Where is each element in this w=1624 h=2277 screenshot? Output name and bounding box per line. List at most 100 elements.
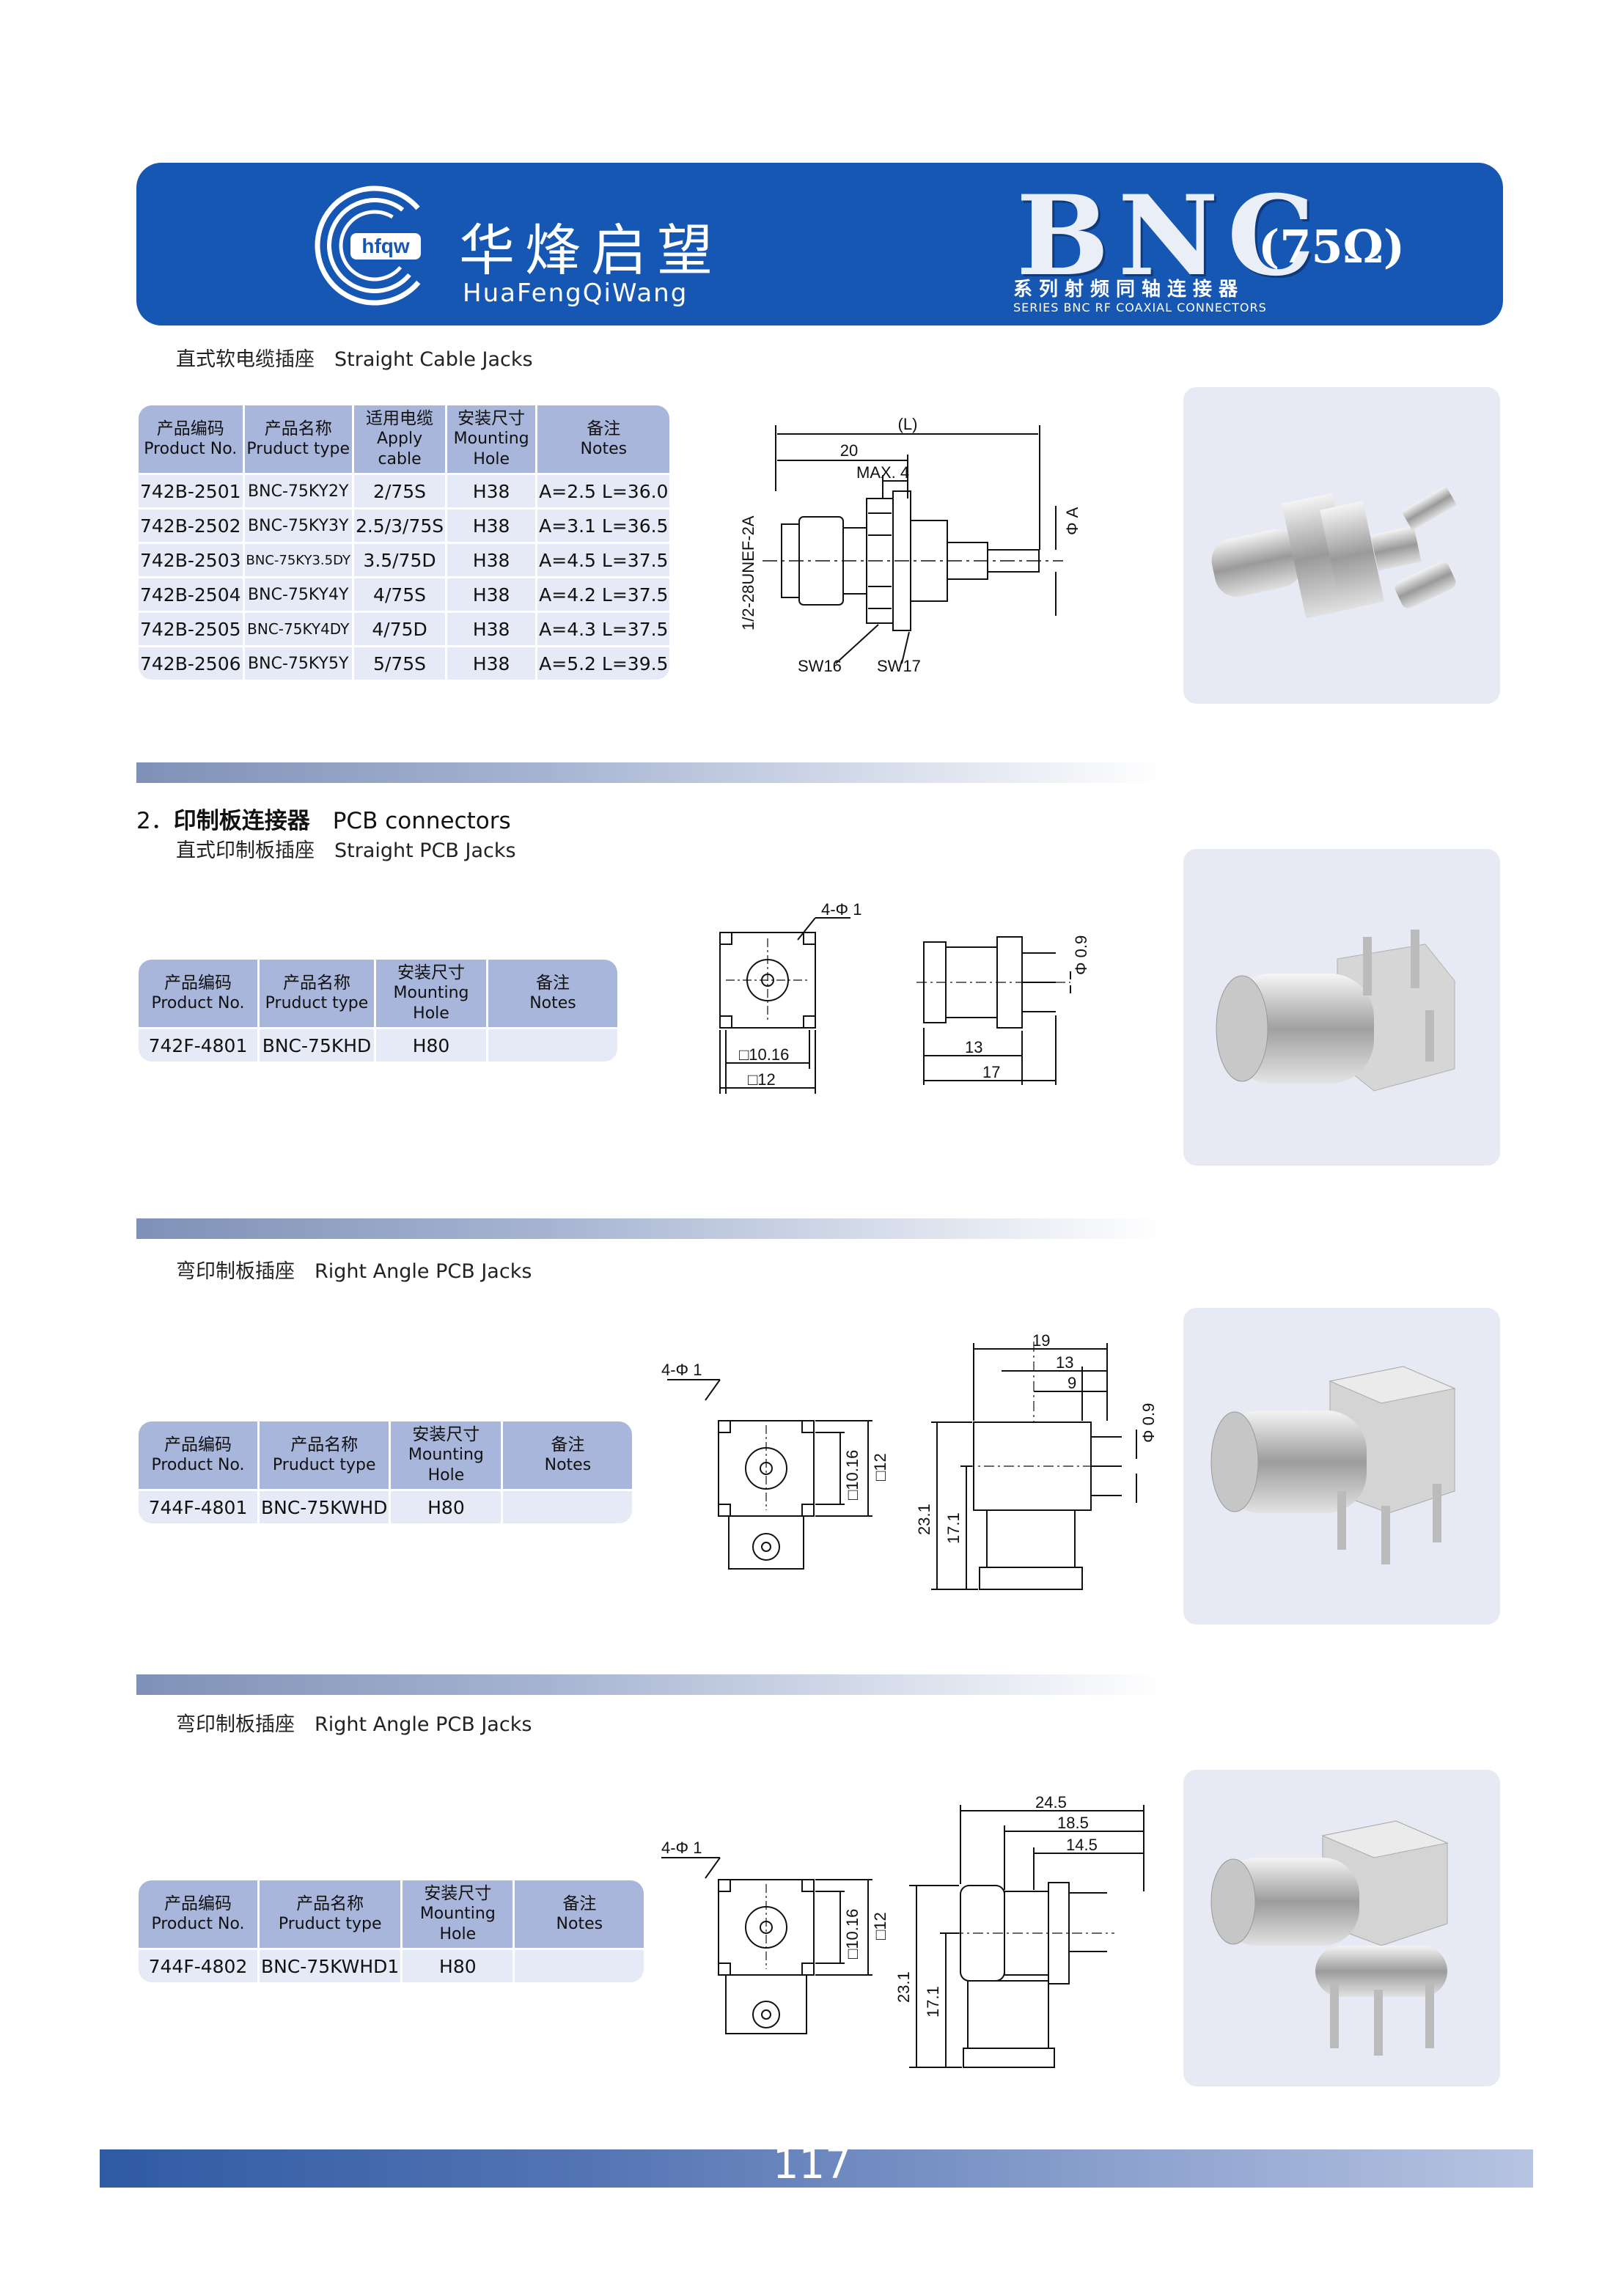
table-row: 744F-4801 BNC-75KWHD H80 — [139, 1491, 633, 1523]
dim-label-sq1016: □10.16 — [843, 1909, 861, 1959]
cell-product-no: 742B-2506 — [139, 647, 243, 680]
cell-product-no: 742B-2501 — [139, 475, 243, 507]
table-row: 742B-2504 BNC-75KY4Y 4/75S H38 A=4.2 L=3… — [139, 578, 670, 611]
cell-apply-cable: 4/75S — [353, 578, 446, 611]
dim-label-231: 23.1 — [894, 1971, 913, 2003]
cell-notes: A=4.5 L=37.5 — [537, 544, 670, 576]
section-title-en: PCB connectors — [332, 808, 511, 834]
dim-label-17: 17 — [982, 1063, 1000, 1081]
section2-subtitle: 直式印制板插座 Straight PCB Jacks — [176, 839, 516, 862]
cell-product-no: 742B-2504 — [139, 578, 243, 611]
dim-label-171: 17.1 — [944, 1512, 963, 1544]
holes-label: 4-Φ 1 — [661, 1839, 702, 1857]
dim-label-231: 23.1 — [915, 1504, 933, 1535]
cell-notes: A=4.3 L=37.5 — [537, 613, 670, 645]
cell-mounting-hole: H80 — [403, 1950, 513, 1982]
logo-text: hfqw — [361, 235, 410, 257]
cell-mounting-hole: H38 — [447, 544, 536, 576]
table-row: 744F-4802 BNC-75KWHD1 H80 — [139, 1950, 644, 1982]
dim-label-9: 9 — [1068, 1374, 1076, 1392]
section-divider — [136, 1218, 1163, 1239]
cell-notes — [503, 1491, 633, 1523]
series-title-cn: 系列射频同轴连接器 — [1013, 279, 1245, 301]
dim-label-19: 19 — [1032, 1331, 1050, 1350]
cell-notes: A=2.5 L=36.0 — [537, 475, 670, 507]
table-row: 742B-2502 BNC-75KY3Y 2.5/3/75S H38 A=3.1… — [139, 510, 670, 542]
dim-label-sq12: □12 — [871, 1912, 889, 1940]
cell-product-type: BNC-75KWHD1 — [260, 1950, 401, 1982]
table-row: 742F-4801 BNC-75KHD H80 — [139, 1029, 617, 1062]
dim-label-sq12: □12 — [748, 1070, 776, 1089]
product-photo-right-angle-pcb-jack-variant — [1183, 1770, 1500, 2086]
holes-label: 4-Φ 1 — [661, 1361, 702, 1379]
dim-label-13: 13 — [1056, 1353, 1073, 1372]
cell-product-type: BNC-75KY5Y — [244, 647, 352, 680]
dim-label-sq12: □12 — [871, 1453, 889, 1481]
right-angle-pcb-jack-variant-drawing: 4-Φ 1 □10.16 □12 24.5 18.5 14.5 23.1 17.… — [661, 1793, 1144, 2068]
product-photo-right-angle-pcb-jack — [1183, 1308, 1500, 1625]
cell-mounting-hole: H80 — [391, 1491, 501, 1523]
section-divider — [136, 1674, 1163, 1695]
dim-label-13: 13 — [965, 1038, 982, 1056]
page-number: 117 — [773, 2141, 851, 2188]
dim-label-max4: MAX. 4 — [856, 463, 909, 482]
dim-label-185: 18.5 — [1057, 1814, 1089, 1832]
connector-image — [1216, 930, 1455, 1092]
cell-notes — [515, 1950, 644, 1982]
cell-notes: A=3.1 L=36.5 — [537, 510, 670, 542]
cell-mounting-hole: H38 — [447, 613, 536, 645]
section2-title: 2．印制板连接器 PCB connectors — [136, 802, 511, 835]
product-photo-straight-pcb-jack — [1183, 849, 1500, 1166]
cell-mounting-hole: H38 — [447, 475, 536, 507]
holes-label: 4-Φ 1 — [821, 902, 861, 919]
thread-label: 1/2-28UNEF-2A — [739, 515, 757, 630]
brand-name-en: HuaFengQiWang — [463, 279, 688, 308]
cell-apply-cable: 2.5/3/75S — [353, 510, 446, 542]
section-number: 2． — [136, 808, 174, 834]
cell-notes: A=5.2 L=39.5 — [537, 647, 670, 680]
impedance-label: (75Ω) — [1258, 220, 1406, 273]
cell-product-type: BNC-75KHD — [260, 1029, 374, 1062]
dim-label-phiA: Φ A — [1063, 507, 1081, 535]
dim-label-sq1016: □10.16 — [739, 1045, 789, 1064]
cell-product-no: 742B-2502 — [139, 510, 243, 542]
cell-mounting-hole: H80 — [376, 1029, 486, 1062]
dim-label-145: 14.5 — [1066, 1836, 1098, 1854]
series-title-en: SERIES BNC RF COAXIAL CONNECTORS — [1013, 301, 1267, 314]
connector-image — [1211, 485, 1457, 619]
brand-name-cn: 华烽启望 — [459, 218, 723, 283]
dim-label-171: 17.1 — [924, 1986, 942, 2017]
cell-mounting-hole: H38 — [447, 510, 536, 542]
cell-apply-cable: 4/75D — [353, 613, 446, 645]
cell-product-no: 744F-4801 — [139, 1491, 257, 1523]
sw17-label: SW17 — [877, 657, 921, 675]
cell-product-type: BNC-75KWHD — [260, 1491, 389, 1523]
cell-apply-cable: 5/75S — [353, 647, 446, 680]
cell-product-type: BNC-75KY4DY — [244, 613, 352, 645]
cell-notes: A=4.2 L=37.5 — [537, 578, 670, 611]
section1-subtitle: 直式软电缆插座 Straight Cable Jacks — [176, 348, 533, 371]
table-row: 742B-2506 BNC-75KY5Y 5/75S H38 A=5.2 L=3… — [139, 647, 670, 680]
section-divider — [136, 762, 1163, 783]
connector-image — [1210, 1366, 1456, 1564]
section-title-cn: 印制板连接器 — [173, 808, 310, 834]
cell-apply-cable: 2/75S — [353, 475, 446, 507]
section4-subtitle: 弯印制板插座 Right Angle PCB Jacks — [176, 1713, 532, 1736]
